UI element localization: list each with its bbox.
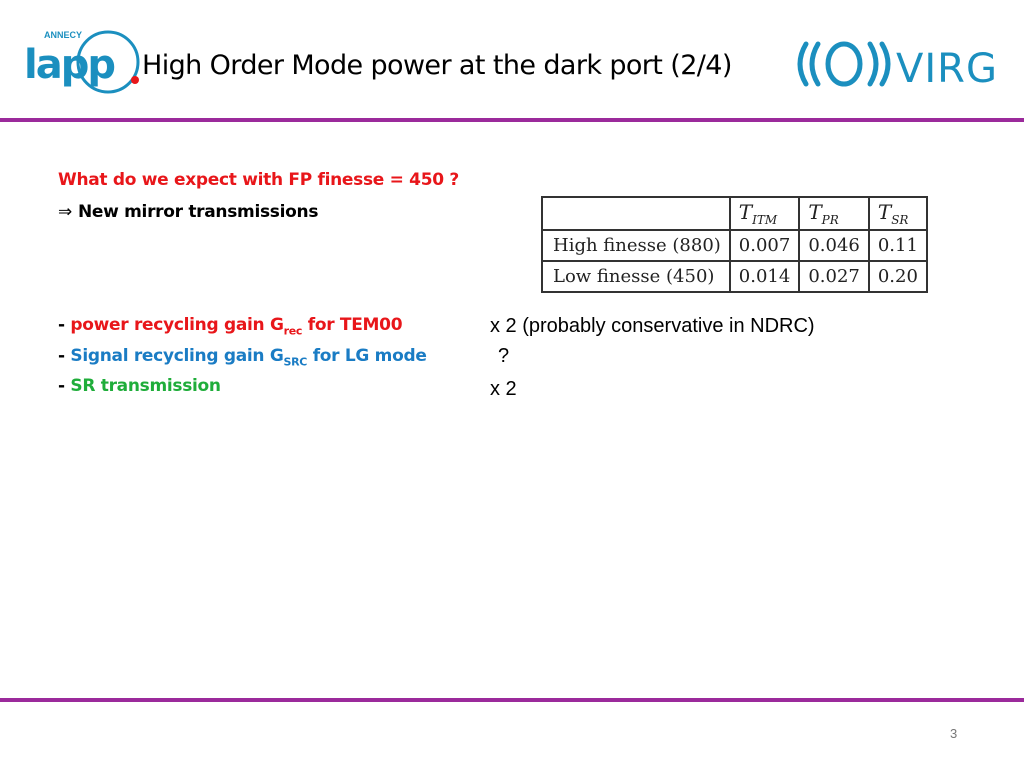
col-header-t-pr: TPR	[798, 196, 870, 231]
table-cell: 0.11	[867, 229, 928, 262]
item-label: power recycling gain Grec for TEM00	[70, 315, 403, 338]
table-cell: 0.20	[867, 260, 928, 293]
lapp-logo-small-text: ANNECY	[44, 30, 82, 40]
table-row: High finesse (880) 0.007 0.046 0.11	[541, 229, 928, 262]
col-header-t-sr: TSR	[867, 196, 928, 231]
new-transmissions-text: New mirror transmissions	[77, 202, 319, 222]
implies-symbol: ⇒	[58, 202, 72, 222]
value-signal-recycling-gain: ?	[498, 345, 510, 367]
virgo-logo-word: VIRGO	[896, 46, 997, 88]
question-line: What do we expect with FP finesse = 450 …	[58, 170, 459, 190]
header-divider	[0, 118, 1024, 122]
new-transmissions-line: ⇒New mirror transmissions	[58, 202, 318, 222]
item-power-recycling-gain: - power recycling gain Grec for TEM00	[58, 315, 403, 338]
value-power-recycling-gain: x 2 (probably conservative in NDRC)	[490, 315, 815, 337]
table-cell: 0.046	[798, 229, 870, 262]
slide-title: High Order Mode power at the dark port (…	[142, 50, 732, 81]
item-signal-recycling-gain: - Signal recycling gain GSRC for LG mode	[58, 346, 427, 369]
item-sr-transmission: - SR transmission	[58, 376, 221, 396]
item-label: SR transmission	[70, 376, 221, 396]
transmission-table: TITM TPR TSR High finesse (880) 0.007 0.…	[541, 196, 928, 293]
table-cell: 0.027	[798, 260, 870, 293]
lapp-logo-word: lapp	[24, 42, 114, 88]
table-header-row: TITM TPR TSR	[541, 196, 928, 231]
page-number: 3	[950, 726, 958, 741]
lapp-logo: ANNECY lapp	[24, 30, 140, 94]
table-row: Low finesse (450) 0.014 0.027 0.20	[541, 260, 928, 293]
table-corner-cell	[541, 196, 731, 231]
virgo-logo: VIRGO	[797, 41, 997, 88]
row-label: Low finesse (450)	[541, 260, 731, 293]
table-cell: 0.014	[728, 260, 801, 293]
row-label: High finesse (880)	[541, 229, 731, 262]
value-sr-transmission: x 2	[490, 378, 517, 400]
item-label: Signal recycling gain GSRC for LG mode	[70, 346, 427, 369]
col-header-t-itm: TITM	[728, 196, 801, 231]
table-cell: 0.007	[728, 229, 801, 262]
slide-header: ANNECY lapp High Order Mode power at the…	[0, 0, 1024, 118]
footer-divider	[0, 698, 1024, 702]
